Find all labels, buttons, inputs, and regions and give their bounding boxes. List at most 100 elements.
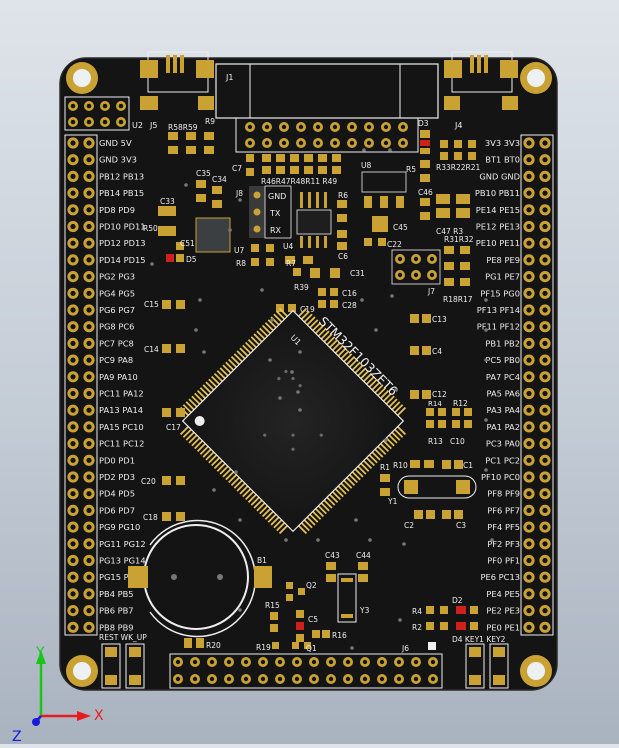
mcu-pin — [225, 361, 235, 371]
mcu-pin — [253, 499, 263, 509]
mcu-pin — [239, 485, 249, 495]
ic-u4 — [296, 192, 332, 248]
j6-pin — [411, 674, 421, 684]
mcu-pin — [374, 384, 384, 394]
header-pin-label: GND GND — [479, 171, 520, 181]
header-pin — [539, 554, 551, 567]
mcu-pin — [216, 462, 226, 472]
via — [360, 298, 364, 302]
header-pin — [67, 621, 79, 633]
d5-label: D5 — [186, 255, 197, 264]
c5-label: C5 — [308, 615, 318, 624]
mcu-pin — [388, 434, 398, 444]
resistor-group-r58 — [168, 132, 214, 154]
mcu-pin — [273, 313, 283, 323]
rest-wkup-label: REST WK_UP — [99, 633, 147, 642]
via — [390, 294, 394, 298]
header-pin — [539, 204, 551, 216]
y3-label: Y3 — [359, 606, 370, 615]
header-pin-label: PE12 PE13 — [476, 222, 520, 232]
resistor-r19 — [272, 642, 279, 649]
j1-pin — [313, 122, 323, 132]
j6-pin — [360, 657, 370, 667]
resistor-r20 — [184, 638, 204, 648]
cap-c16 — [318, 288, 338, 296]
r7-label: R7 — [286, 259, 296, 268]
via — [268, 358, 272, 362]
mcu-u1 — [179, 307, 407, 535]
mcu-pin — [340, 350, 350, 360]
cap-c18 — [162, 512, 185, 521]
c14-label: C14 — [144, 345, 159, 354]
mcu-pin — [244, 341, 255, 351]
c20-label: C20 — [141, 477, 156, 486]
via — [350, 646, 354, 650]
mcu-pin — [199, 445, 209, 455]
resistor-r7 — [285, 256, 313, 264]
resistor-r8 — [251, 244, 274, 266]
resistor-pad — [290, 154, 299, 162]
mcu-pin — [377, 387, 387, 397]
c13-label: C13 — [432, 315, 447, 324]
via — [212, 488, 216, 492]
j1-pin — [245, 122, 255, 132]
c7-label: C7 — [232, 164, 242, 173]
mcu-pin — [244, 491, 255, 501]
via — [202, 350, 206, 354]
j1-pin — [313, 138, 323, 148]
header-pin — [523, 354, 535, 366]
via — [194, 328, 198, 332]
mcu-pin — [236, 482, 246, 492]
resistor-group-r31 — [444, 246, 470, 286]
j6-pin — [207, 674, 217, 684]
header-pin — [523, 287, 535, 299]
header-pin — [523, 621, 535, 633]
mcu-pin — [208, 378, 218, 388]
header-pin — [523, 554, 535, 567]
j6-pin — [258, 674, 268, 684]
c16-label: C16 — [342, 289, 357, 298]
cap-c3 — [442, 510, 463, 519]
header-pin — [67, 387, 79, 400]
header-pin-label: PF6 PF7 — [487, 505, 520, 515]
header-pin — [67, 404, 79, 416]
b1-label: B1 — [257, 556, 267, 565]
mcu-pin — [346, 476, 356, 486]
mcu-pin — [334, 488, 344, 498]
mcu-pin — [185, 431, 195, 441]
cap-c2 — [414, 510, 435, 519]
mcu-pin — [331, 341, 342, 351]
mcu-pin — [256, 502, 266, 512]
header-pin — [83, 404, 95, 416]
header-pin — [67, 304, 79, 316]
header-outline — [64, 134, 98, 636]
r31r32-label: R31R32 — [444, 235, 474, 244]
header-pin — [539, 137, 551, 149]
header-pin — [539, 154, 551, 166]
mcu-pin — [320, 330, 330, 340]
header-pin — [67, 605, 79, 617]
r4-label: R4 — [412, 607, 422, 616]
header-pin — [523, 605, 535, 617]
header-pin — [83, 554, 95, 567]
header-pin — [67, 170, 79, 182]
c34-label: C34 — [212, 175, 227, 184]
mcu-pin — [208, 454, 218, 464]
header-pin-label: PB14 PB15 — [99, 188, 144, 198]
resistor-r6 — [337, 200, 347, 222]
mcu-pin — [365, 457, 375, 467]
resistor-r39 — [293, 268, 301, 276]
header-pin — [67, 337, 79, 349]
mcu-pin — [397, 406, 407, 416]
mcu-pin — [314, 324, 325, 334]
j6-pin — [207, 657, 217, 667]
resistor-group-r12 — [426, 408, 472, 428]
mcu-pin — [317, 327, 327, 337]
header-pin — [539, 488, 551, 500]
header-pin — [539, 438, 551, 450]
via — [198, 298, 202, 302]
cap-c28 — [318, 300, 338, 308]
header-pin — [539, 321, 551, 333]
